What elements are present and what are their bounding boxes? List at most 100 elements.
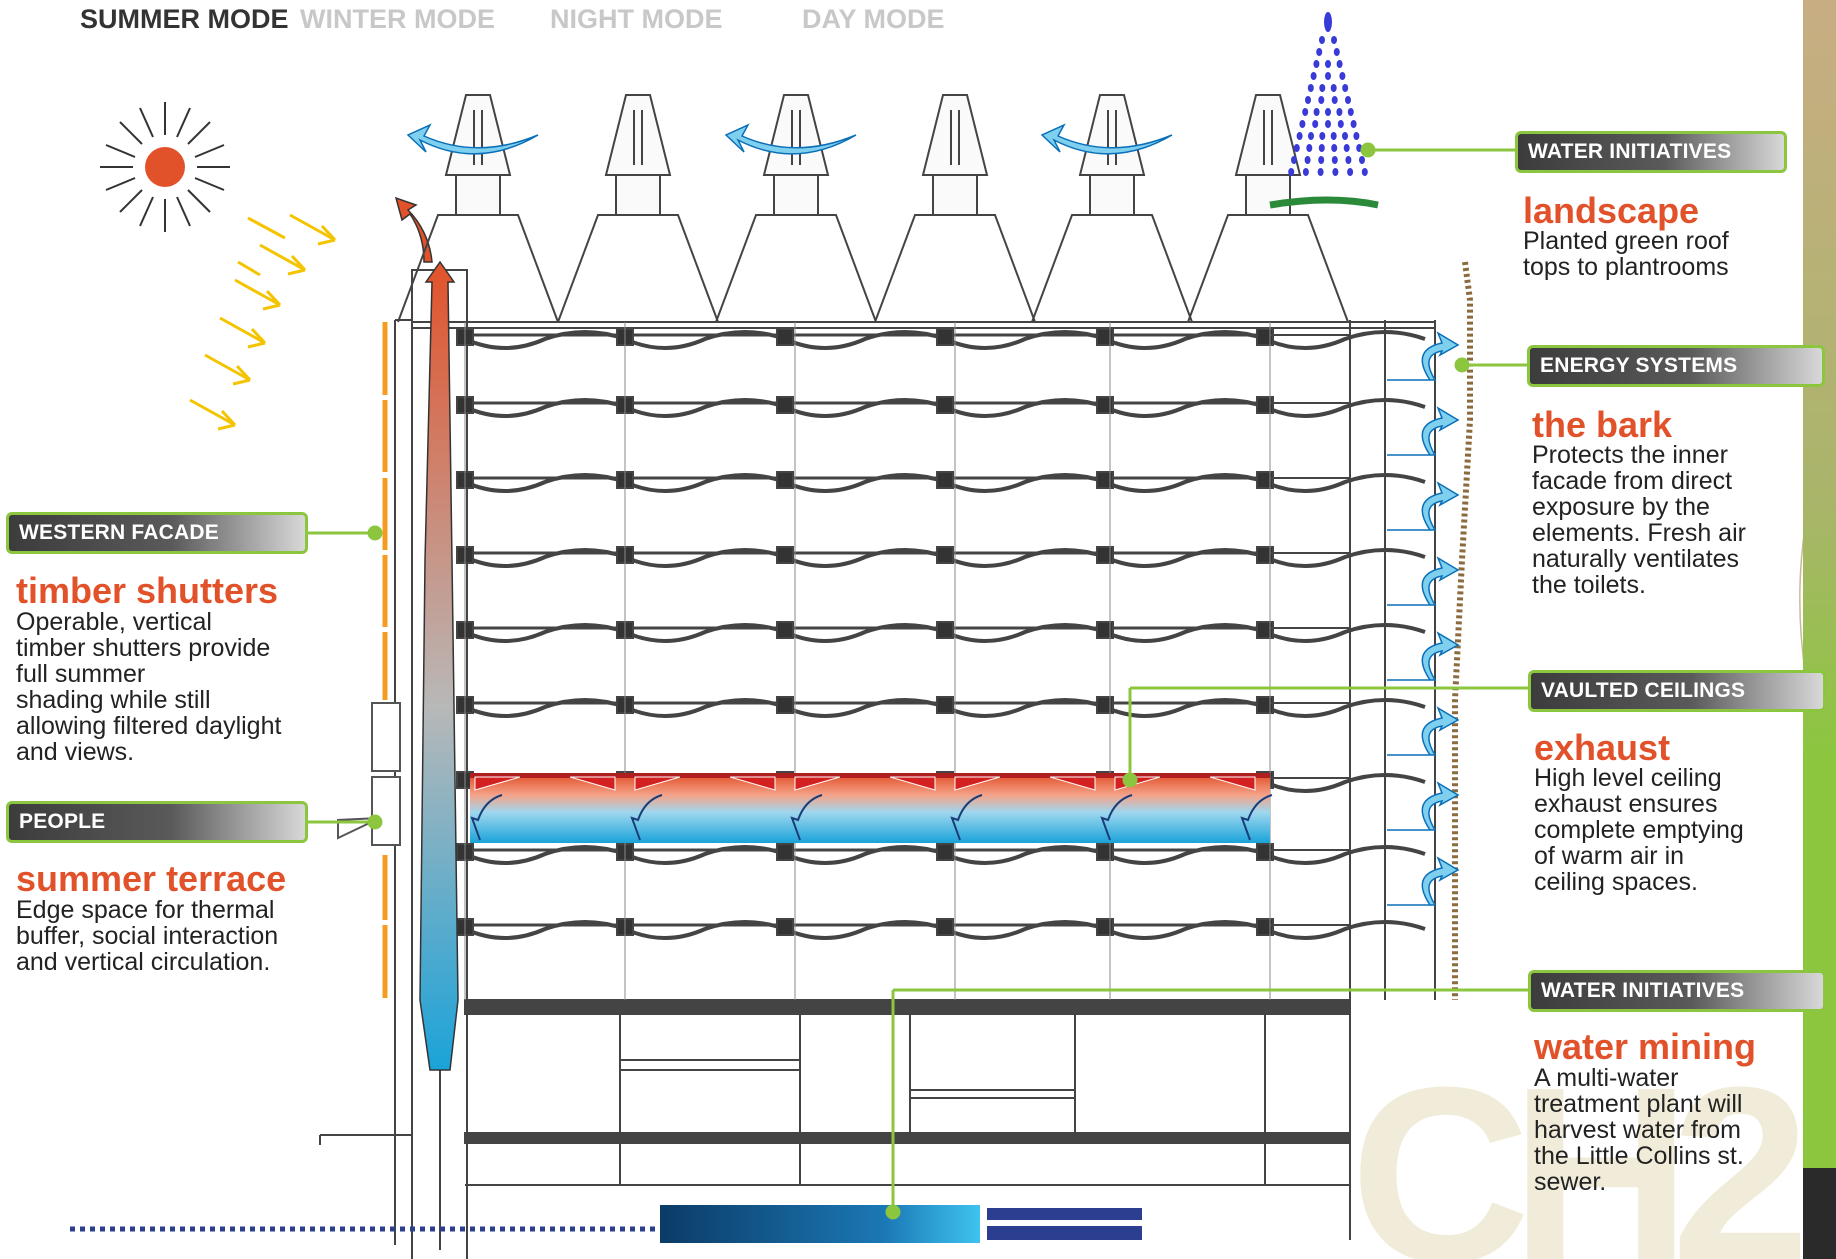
beam (776, 328, 794, 346)
wind-cowl (1078, 94, 1146, 176)
the-bark-body: Protects the inner facade from direct ex… (1532, 441, 1746, 599)
raindrop (1325, 108, 1331, 116)
beam (1096, 696, 1114, 714)
water-tank (70, 1205, 1142, 1243)
raindrop (1296, 132, 1303, 140)
vent-arrow-icon (1387, 631, 1460, 681)
water-mining-title: water mining (1534, 1026, 1757, 1067)
rain-icon (1288, 12, 1368, 176)
raindrop (1313, 108, 1320, 116)
tab-summer-mode[interactable]: SUMMER MODE (80, 4, 289, 34)
beam (1096, 918, 1114, 936)
exhaust-flap (1209, 776, 1256, 791)
raindrop (1291, 156, 1297, 164)
air-flow-arrow (790, 794, 823, 841)
cowl-shaft (615, 174, 661, 216)
tab-winter-mode[interactable]: WINTER MODE (300, 4, 495, 34)
raindrop (1325, 72, 1331, 80)
vaulted-ceilings-tag: VAULTED CEILINGS (1528, 670, 1826, 712)
timber-shutters-body: Operable, vertical timber shutters provi… (16, 608, 282, 766)
people-tag: PEOPLE (6, 801, 308, 843)
raindrop (1324, 12, 1332, 32)
plantroom-roof (397, 214, 559, 323)
raindrop (1361, 168, 1368, 176)
raindrop (1331, 36, 1337, 44)
raindrop (1313, 60, 1320, 68)
raindrop (1353, 132, 1360, 140)
plantroom-roof (1031, 214, 1193, 323)
cowl-shaft (773, 174, 819, 216)
raindrop (1302, 168, 1309, 176)
raindrop (1325, 60, 1331, 68)
vent-arrow-icon (1387, 406, 1460, 456)
wind-turbines (397, 94, 1349, 323)
beam (1096, 843, 1114, 861)
raindrop (1317, 168, 1324, 176)
raindrop (1325, 120, 1331, 128)
raindrop (1316, 48, 1323, 56)
sidebar-strip (1803, 0, 1836, 1259)
beam (1256, 696, 1274, 714)
vent-arrow-icon (1387, 331, 1460, 381)
beam (1256, 546, 1274, 564)
landscape-title: landscape (1523, 190, 1700, 231)
raindrop (1347, 168, 1354, 176)
raindrop (1331, 156, 1338, 164)
stack-effect-arrow (394, 196, 459, 1071)
beam (776, 696, 794, 714)
energy-systems-tag: ENERGY SYSTEMS (1527, 345, 1825, 387)
exhaust-flap (729, 776, 776, 791)
wind-cowl (921, 94, 989, 176)
raindrop (1319, 36, 1325, 44)
raindrop (1337, 120, 1344, 128)
raindrop (1308, 132, 1314, 140)
raindrop (1359, 156, 1365, 164)
raindrop (1307, 84, 1314, 92)
water-mining-body: A multi-water treatment plant will harve… (1534, 1064, 1744, 1196)
tab-night-mode[interactable]: NIGHT MODE (550, 4, 723, 34)
sidebar-corner (1803, 1168, 1836, 1259)
beam (936, 328, 954, 346)
cowl-shaft (1089, 174, 1135, 216)
beam (776, 546, 794, 564)
raindrop (1350, 120, 1357, 128)
exhaust-title: exhaust (1534, 727, 1671, 768)
wind-cowl (1234, 94, 1302, 176)
cowl-shaft (1245, 174, 1291, 216)
vent-arrow-icon (1387, 481, 1460, 531)
timber-shutters-title: timber shutters (16, 570, 279, 611)
beam (1256, 471, 1274, 489)
building-section (319, 269, 1436, 1259)
air-flow-arrow (950, 794, 983, 841)
vent-arrow-icon (1387, 781, 1460, 831)
beam (1256, 621, 1274, 639)
vaulted-ceiling-exhaust-band (470, 773, 1273, 843)
watermark: CH2 (1350, 1035, 1810, 1259)
wind-arrow-icon (1040, 123, 1173, 155)
plantroom-roof (1187, 214, 1349, 323)
raindrop (1330, 84, 1337, 92)
air-flow-arrow (470, 794, 503, 841)
raindrop (1319, 132, 1326, 140)
tab-day-mode[interactable]: DAY MODE (802, 4, 945, 34)
exhaust-body: High level ceiling exhaust ensures compl… (1534, 764, 1744, 896)
vent-arrow-icon (1387, 856, 1460, 906)
raindrop (1345, 156, 1352, 164)
beam (1096, 396, 1114, 414)
beam (776, 843, 794, 861)
exhaust-flap (474, 776, 521, 791)
beam (1096, 328, 1114, 346)
western-facade-tag: WESTERN FACADE (6, 512, 308, 554)
beam (1096, 471, 1114, 489)
callout-connectors (305, 142, 1530, 1220)
summer-terrace-title: summer terrace (16, 858, 287, 899)
wind-arrow-icon (724, 123, 857, 155)
wind-arrow-icon (406, 123, 539, 155)
raindrop (1342, 132, 1348, 140)
raindrop (1302, 108, 1309, 116)
water-initiatives-bottom-tag: WATER INITIATIVES (1528, 970, 1826, 1012)
raindrop (1305, 96, 1311, 104)
raindrop (1336, 108, 1343, 116)
raindrop (1332, 168, 1339, 176)
